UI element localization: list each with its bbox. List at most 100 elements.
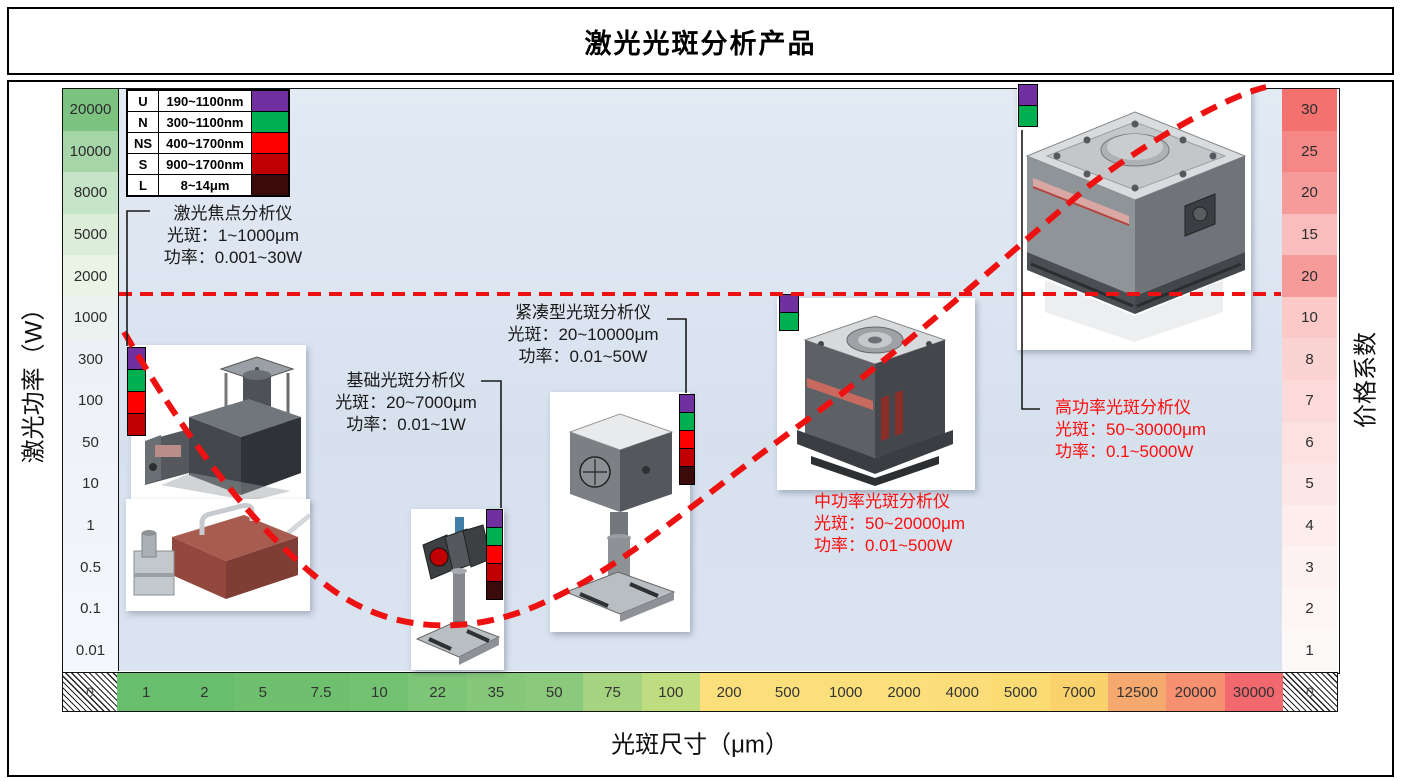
power-axis-tick-0.01: 0.01: [63, 629, 118, 672]
size-axis-tick-label: 75: [604, 683, 621, 701]
legend-code: S: [128, 154, 159, 174]
y-axis-label-price: 价格系数: [1352, 332, 1380, 428]
product-image-focus-analyzer-top: [131, 345, 306, 508]
price-axis-tick-10: 10: [1282, 296, 1337, 339]
legend-wavelength-range: 190~1100nm: [159, 91, 252, 111]
price-axis-tick-20: 20: [1282, 255, 1337, 297]
size-axis-tick-1: 1: [117, 673, 176, 711]
wavelength-band-square: [128, 369, 145, 391]
band-stack-high-power-analyzer: [1018, 84, 1038, 127]
power-axis-tick-10000: 10000: [63, 130, 118, 173]
power-axis-tick-300: 300: [63, 338, 118, 381]
product-power-range: 功率：0.01~1W: [346, 415, 466, 434]
annotation-high-power-analyzer: 高功率光斑分析仪 光斑：50~30000μm 功率：0.1~5000W: [1055, 397, 1245, 463]
wavelength-band-square: [780, 312, 798, 330]
product-power-range: 功率：0.01~50W: [518, 347, 648, 366]
size-axis-tick-label: 2: [200, 683, 209, 701]
size-axis-tick-label: 10: [370, 683, 388, 701]
size-axis-tick-100: 100: [641, 673, 700, 711]
power-axis-tick-20000: 20000: [63, 89, 118, 131]
size-axis-tick-label: 30000: [1232, 683, 1275, 701]
wavelength-band-square: [1019, 105, 1037, 126]
product-image-compact-analyzer: [550, 392, 690, 632]
size-axis-tick-500: 500: [758, 673, 817, 711]
size-axis-tick-5000: 5000: [991, 673, 1050, 711]
size-axis-tick-5: 5: [233, 673, 292, 711]
page-title: 激光光斑分析产品: [584, 28, 817, 59]
high-power-analyzer-illustration: [1025, 111, 1247, 342]
power-axis-tick-100: 100: [63, 380, 118, 422]
price-axis-tick-3: 3: [1282, 546, 1337, 588]
size-axis-tick-12500: 12500: [1108, 673, 1167, 711]
product-spot-range: 光斑：1~1000μm: [166, 226, 300, 245]
legend-wavelength-range: 300~1100nm: [159, 112, 252, 132]
band-stack-basic-analyzer: [486, 509, 503, 600]
size-axis-tick-label: 500: [774, 683, 800, 701]
wavelength-band-square: [780, 295, 798, 312]
size-axis-tick-4000: 4000: [933, 673, 992, 711]
legend-color-swatch: [252, 133, 288, 153]
power-axis-tick-2000: 2000: [63, 255, 118, 297]
legend-code: N: [128, 112, 159, 132]
power-axis-tick-50: 50: [63, 421, 118, 464]
band-stack-focus-analyzer: [127, 347, 146, 436]
size-axis-tick-label: 0: [86, 684, 94, 700]
product-power-range: 功率：0.1~5000W: [1055, 442, 1194, 461]
legend-code: U: [128, 91, 159, 111]
price-axis-tick-30: 30: [1282, 89, 1337, 131]
power-axis-tick-0.5: 0.5: [63, 546, 118, 588]
power-axis-tick-1: 1: [63, 504, 118, 547]
focus-laser-head-illustration: [133, 503, 312, 599]
price-axis-tick-8: 8: [1282, 338, 1337, 381]
size-axis-tick-label: 2000: [887, 683, 921, 701]
product-name: 紧凑型光斑分析仪: [515, 303, 651, 322]
legend-color-swatch: [252, 91, 288, 111]
price-axis-tick-20: 20: [1282, 172, 1337, 214]
band-stack-mid-power-analyzer: [779, 294, 799, 331]
annotation-compact-analyzer: 紧凑型光斑分析仪 光斑：20~10000μm 功率：0.01~50W: [498, 302, 668, 368]
product-spot-range: 光斑：50~20000μm: [814, 514, 966, 533]
wavelength-band-square: [680, 395, 694, 412]
size-axis-tick-2000: 2000: [874, 673, 934, 711]
product-power-range: 功率：0.01~500W: [814, 536, 953, 555]
size-axis-tick-2: 2: [175, 673, 234, 711]
size-axis-tick-label: 100: [658, 683, 684, 701]
legend-color-swatch: [252, 154, 288, 174]
legend-code: NS: [128, 133, 159, 153]
size-axis-tick-label: 7.5: [310, 683, 332, 701]
product-spot-range: 光斑：20~10000μm: [507, 325, 659, 344]
compact-analyzer-illustration: [564, 413, 676, 622]
product-power-range: 功率：0.001~30W: [163, 248, 303, 267]
power-axis-tick-0.1: 0.1: [63, 587, 118, 630]
wavelength-band-square: [487, 563, 502, 581]
price-axis-tick-15: 15: [1282, 213, 1337, 256]
product-name: 基础光斑分析仪: [346, 371, 466, 390]
focus-analyzer-illustration: [145, 356, 301, 501]
size-axis-tick-22: 22: [408, 673, 467, 711]
product-name: 高功率光斑分析仪: [1055, 398, 1191, 417]
price-axis-tick-4: 4: [1282, 504, 1337, 547]
legend-color-swatch: [252, 175, 288, 195]
legend-wavelength-range: 8~14μm: [159, 175, 252, 195]
power-axis-tick-10: 10: [63, 463, 118, 505]
legend-wavelength-range: 900~1700nm: [159, 154, 252, 174]
product-image-focus-analyzer-bottom: [126, 499, 312, 611]
annotation-basic-analyzer: 基础光斑分析仪 光斑：20~7000μm 功率：0.01~1W: [325, 370, 487, 436]
wavelength-band-square: [680, 412, 694, 430]
legend-code: L: [128, 175, 159, 195]
wavelength-band-square: [680, 430, 694, 448]
product-spot-range: 光斑：20~7000μm: [335, 393, 477, 412]
size-axis-tick-label: 50: [545, 683, 563, 701]
wavelength-band-square: [487, 545, 502, 563]
band-stack-compact-analyzer: [679, 394, 695, 485]
y-axis-label-power: 激光功率（W）: [20, 296, 48, 464]
wavelength-band-square: [487, 581, 502, 599]
